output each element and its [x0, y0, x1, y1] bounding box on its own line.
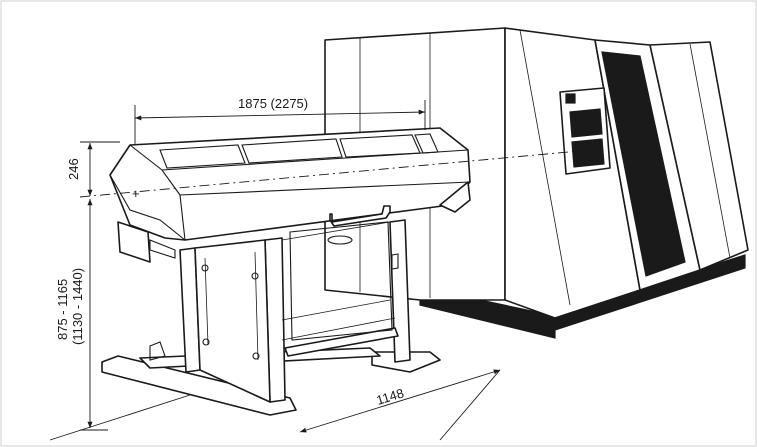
- dim-height-range-line1: 875 - 1165: [55, 279, 70, 340]
- dimension-lines: +: [49, 100, 591, 441]
- lathe-machine: [324, 27, 749, 339]
- bar-loader: [101, 127, 471, 416]
- dim-height-range-line2: (1130 - 1440): [70, 268, 85, 345]
- svg-text:+: +: [132, 186, 140, 201]
- dim-length-label: 1875 (2275): [238, 96, 308, 111]
- dim-top-height-label: 246: [66, 158, 81, 180]
